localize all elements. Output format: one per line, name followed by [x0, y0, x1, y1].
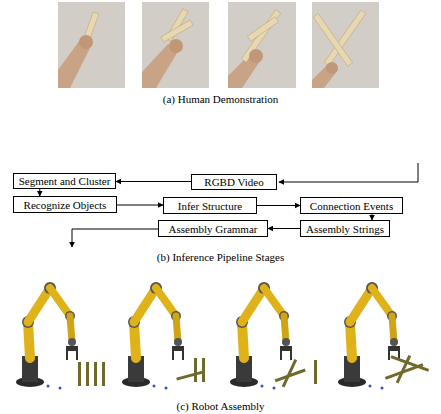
box-label: Recognize Objects — [24, 199, 107, 211]
process-box: RGBD Video — [191, 174, 277, 190]
demo-photo — [312, 2, 379, 88]
flow-arrow — [39, 189, 40, 196]
robot-render — [338, 282, 429, 390]
box-label: Assembly Strings — [306, 223, 384, 235]
robot-render — [230, 282, 317, 390]
flow-arrow — [268, 228, 300, 229]
robot-render — [122, 282, 205, 390]
demo-photo — [142, 2, 209, 88]
input-wire — [279, 163, 418, 182]
box-label: Connection Events — [310, 200, 393, 212]
flow-arrow — [257, 205, 300, 206]
demo-photo — [58, 2, 125, 88]
demo-photo — [228, 2, 296, 88]
subfigure-caption: (c) Robot Assembly — [0, 400, 441, 413]
output-wire — [72, 229, 158, 247]
process-box: Infer Structure — [163, 197, 257, 214]
box-label: Infer Structure — [178, 200, 242, 212]
box-label: RGBD Video — [204, 176, 263, 188]
flow-arrow — [116, 181, 191, 182]
process-box: Segment and Cluster — [13, 173, 116, 189]
flow-arrow — [117, 205, 163, 206]
process-box: Recognize Objects — [13, 196, 117, 213]
box-label: Segment and Cluster — [19, 175, 111, 187]
subfigure-caption: (b) Inference Pipeline Stages — [0, 251, 441, 264]
process-box: Connection Events — [300, 197, 403, 214]
subfigure-caption: (a) Human Demonstration — [0, 93, 441, 106]
process-box: Assembly Strings — [300, 220, 390, 237]
robot-render — [16, 282, 105, 390]
process-box: Assembly Grammar — [158, 220, 268, 237]
box-label: Assembly Grammar — [169, 223, 258, 235]
